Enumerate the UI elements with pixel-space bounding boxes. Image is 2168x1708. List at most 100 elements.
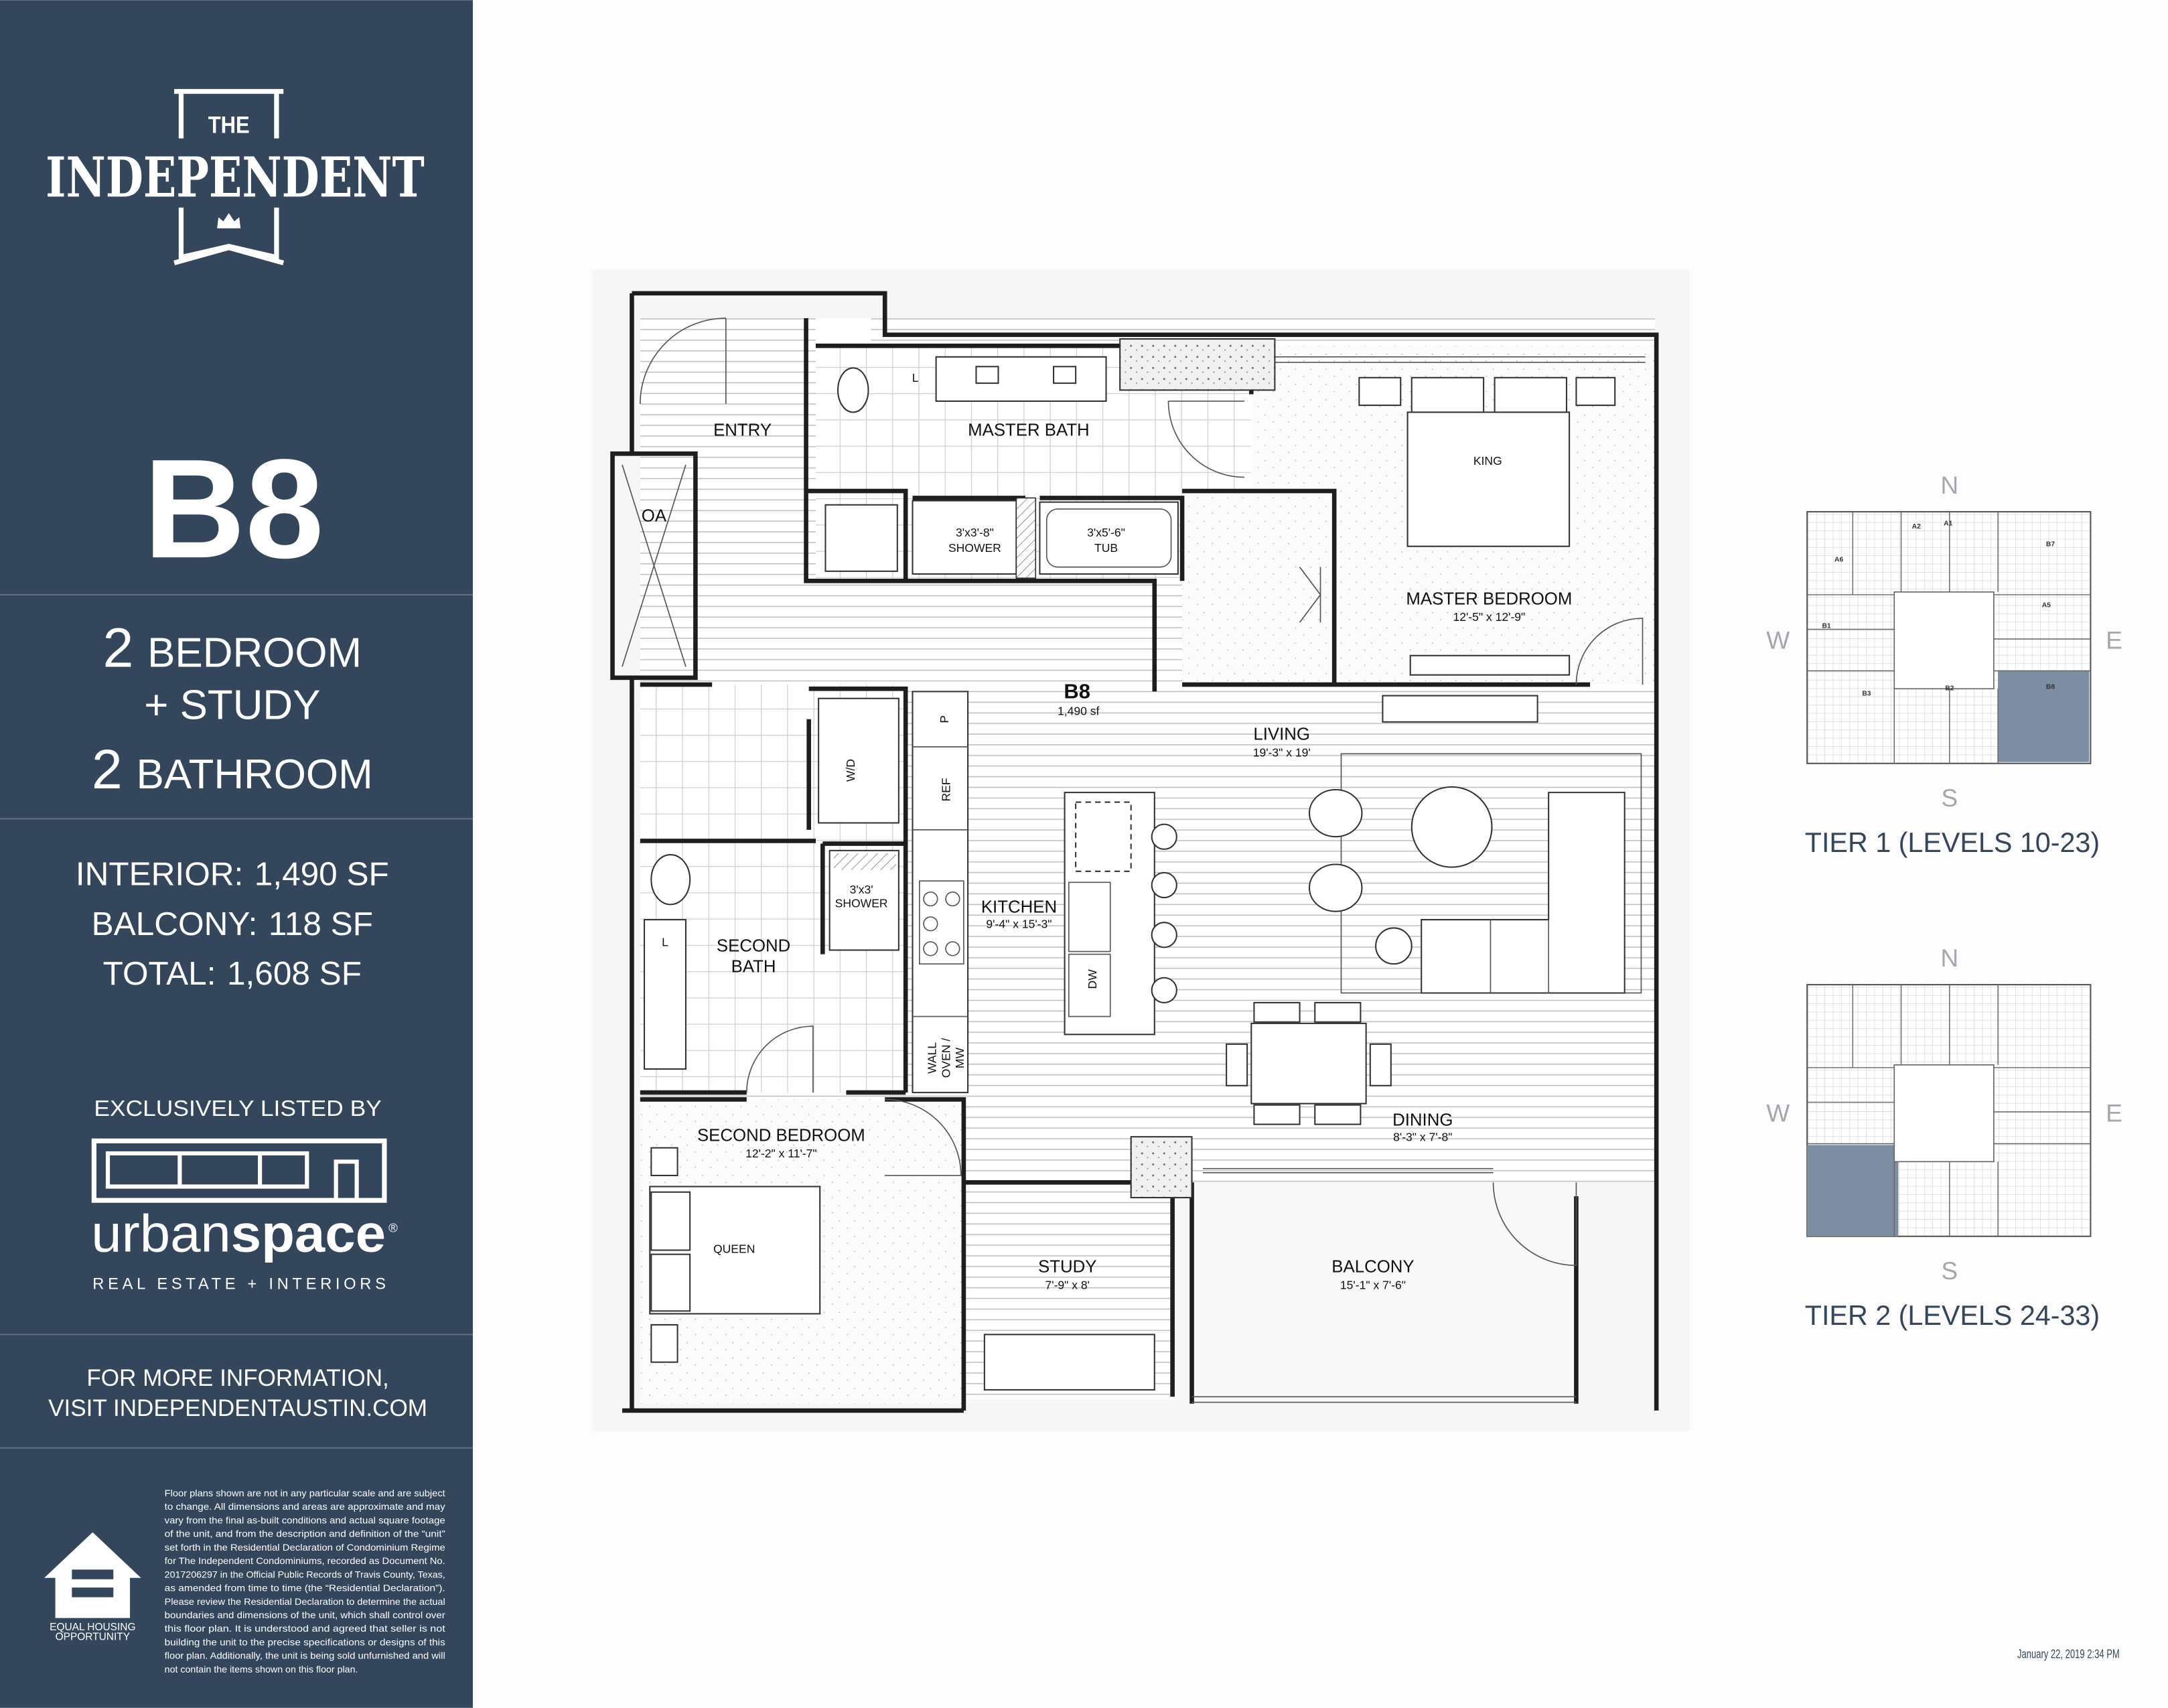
king-label: KING — [1473, 454, 1502, 468]
armchair — [1308, 788, 1363, 838]
ref-label: REF — [939, 778, 952, 801]
compass-s: S — [1941, 1257, 1958, 1285]
building-core — [1893, 591, 1995, 690]
room-label-entry: ENTRY — [713, 421, 772, 440]
listed-by-label: EXCLUSIVELY LISTED BY — [94, 1096, 381, 1121]
disclaimer-line: to change. All dimensions and areas are … — [165, 1502, 446, 1512]
disclaimer-line: floor plan. Additionally, the unit is be… — [165, 1651, 445, 1662]
total-area: TOTAL:1,608 SF — [103, 955, 362, 992]
room-label-study: STUDY — [1038, 1257, 1096, 1276]
banner-icon — [173, 88, 285, 265]
study-label: + STUDY — [144, 683, 320, 729]
compass-n: N — [1940, 471, 1958, 499]
room-label-second-bath: BATH — [731, 958, 776, 977]
disclaimer-line: building the unit to the precise specifi… — [165, 1637, 445, 1648]
king-bed — [1358, 376, 1616, 547]
shower-label: SHOWER — [835, 896, 888, 910]
room-dim: 19'-3" x 19' — [1253, 745, 1311, 759]
balcony-area: BALCONY:118 SF — [92, 906, 373, 942]
unit-area: 1,490 sf — [1058, 705, 1100, 718]
armchair — [1308, 863, 1363, 912]
shower-label: SHOWER — [948, 541, 1001, 555]
unit-tag: A2 — [1912, 523, 1921, 530]
shower-dim: 3'x3'-8" — [956, 526, 994, 539]
compass-s: S — [1941, 784, 1958, 812]
room-dim: 12'-5" x 12'-9" — [1453, 610, 1525, 624]
balcony-door[interactable] — [1492, 1182, 1577, 1266]
room-dim: 7'-9" x 8' — [1045, 1278, 1090, 1291]
unit-label: B8 — [1064, 680, 1090, 703]
wall-oven-label: MW — [953, 1047, 966, 1068]
disclaimer-line: not contain the items shown on this floo… — [165, 1664, 358, 1675]
info-line: FOR MORE INFORMATION, — [86, 1365, 388, 1391]
unit-name: B8 — [143, 429, 323, 587]
oa-shaft — [610, 451, 698, 681]
master-vanity — [935, 356, 1107, 402]
disclaimer-line: of the unit, and from the description an… — [165, 1529, 445, 1540]
website-link[interactable]: VISIT INDEPENDENTAUSTIN.COM — [48, 1395, 427, 1421]
tub-label: TUB — [1094, 541, 1118, 555]
eho-line1: EQUAL HOUSING — [50, 1622, 135, 1633]
washer-dryer — [818, 697, 899, 824]
disclaimer-line: vary from the final as-built conditions … — [165, 1515, 445, 1526]
compass-e: E — [2106, 1098, 2122, 1127]
linen — [824, 504, 898, 572]
room-label-master-bedroom: MASTER BEDROOM — [1406, 589, 1572, 608]
room-label-oa: OA — [642, 507, 667, 526]
highlighted-unit — [1807, 1145, 1899, 1236]
study-desk — [983, 1334, 1155, 1391]
unit-tag: B7 — [2046, 541, 2055, 549]
tier-title: TIER 2 (LEVELS 24-33) — [1805, 1300, 2100, 1331]
disclaimer-line: Floor plans shown are not in any particu… — [165, 1488, 445, 1499]
entry-door[interactable] — [639, 317, 727, 405]
master-bedroom-door[interactable] — [1575, 618, 1644, 685]
unit-tag: B8 — [2046, 683, 2055, 691]
master-shower — [912, 500, 1017, 575]
side-table — [1375, 927, 1413, 965]
room-label-balcony: BALCONY — [1331, 1257, 1414, 1276]
room-label-second-bath: SECOND — [717, 937, 790, 956]
coffee-table — [1411, 786, 1493, 868]
balcony-floor — [1191, 1182, 1577, 1401]
registered-mark: ® — [388, 1221, 398, 1235]
disclaimer-line: set forth in the Residential Declaration… — [165, 1543, 445, 1553]
the-independent-logo: THE INDEPENDENT — [46, 88, 425, 265]
tub-dim: 3'x5'-6" — [1087, 526, 1125, 539]
dresser — [1409, 654, 1571, 676]
bar-stools — [1151, 823, 1177, 1003]
disclaimer-line: Please review the Residential Declaratio… — [165, 1597, 445, 1608]
column — [1130, 1136, 1193, 1199]
wd-label: W/D — [844, 759, 857, 782]
logo-name: INDEPENDENT — [46, 145, 425, 210]
wall-oven-label: OVEN / — [939, 1038, 952, 1078]
equal-housing-logo: EQUAL HOUSING OPPORTUNITY — [44, 1532, 141, 1643]
second-bath-door[interactable] — [745, 1025, 814, 1093]
pantry-label: P — [938, 715, 951, 723]
kitchen-counter — [912, 691, 969, 1094]
room-dim: 9'-4" x 15'-3" — [986, 917, 1052, 930]
building-core — [1893, 1064, 1995, 1163]
cooktop — [919, 880, 964, 965]
unit-tag: B2 — [1945, 685, 1954, 692]
lav-label: L — [912, 371, 919, 384]
disclaimer-line: boundaries and dimensions of the unit, w… — [165, 1610, 445, 1621]
disclaimer-line: for The Independent Condominiums, record… — [165, 1556, 445, 1567]
unit-tag: A6 — [1834, 556, 1843, 563]
tier-title: TIER 1 (LEVELS 10-23) — [1805, 827, 2100, 858]
dining-set — [1226, 1001, 1392, 1125]
timestamp: January 22, 2019 2:34 PM — [2017, 1646, 2120, 1660]
compass-n: N — [1940, 944, 1958, 972]
room-label-living: LIVING — [1253, 725, 1310, 744]
second-bedroom-door[interactable] — [885, 1098, 962, 1176]
broker-tagline: REAL ESTATE + INTERIORS — [92, 1275, 386, 1293]
unit-tag: B3 — [1862, 691, 1871, 698]
room-label-second-bedroom: SECOND BEDROOM — [697, 1126, 865, 1145]
master-bath-door[interactable] — [1167, 401, 1244, 478]
room-label-master-bath: MASTER BATH — [968, 421, 1090, 440]
lav-label: L — [662, 935, 668, 948]
